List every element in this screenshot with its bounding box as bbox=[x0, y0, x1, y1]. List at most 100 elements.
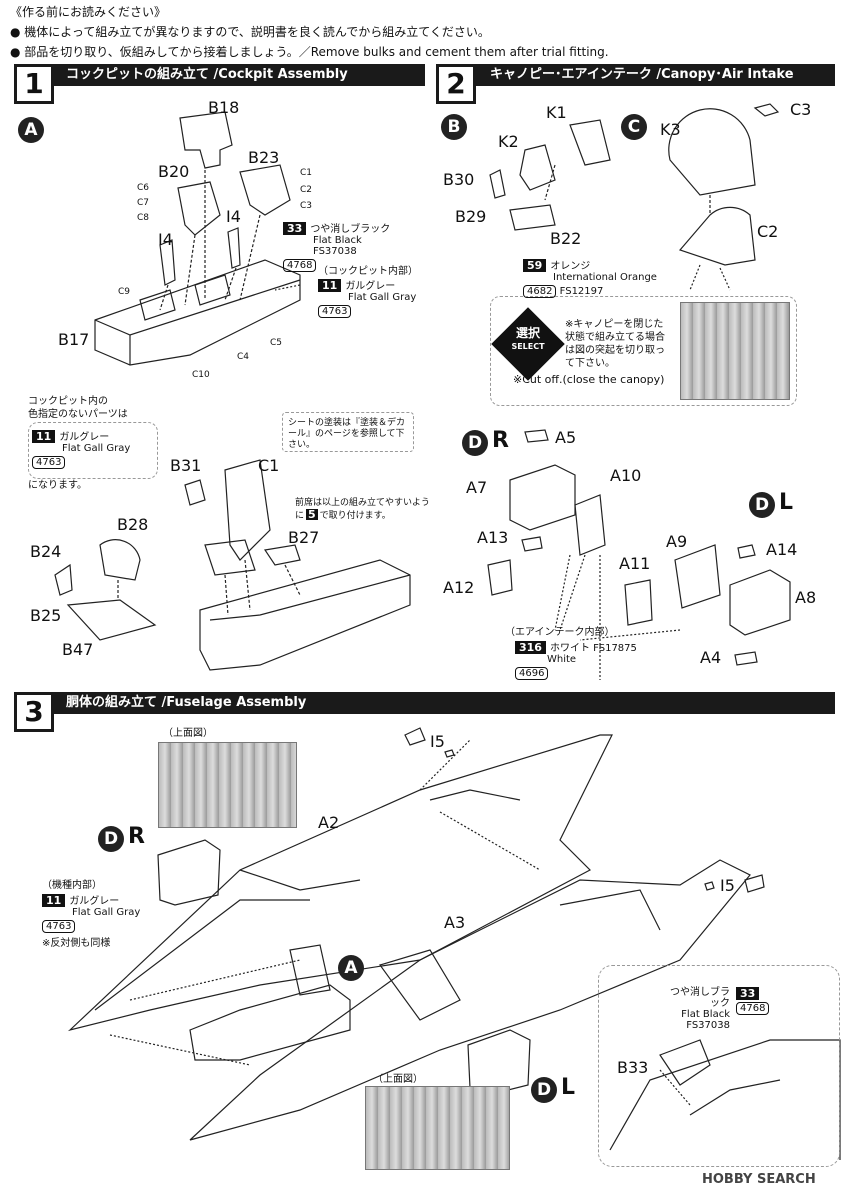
top-view-photo bbox=[158, 742, 297, 828]
part-i5-side: I5 bbox=[720, 876, 735, 895]
side-note-3: になります。 bbox=[28, 480, 87, 491]
part-c2: C2 bbox=[300, 185, 313, 195]
part-a3: A3 bbox=[444, 913, 466, 932]
paint-jp-name: ホワイト bbox=[549, 643, 590, 654]
paint-jp-name: オレンジ bbox=[550, 261, 591, 272]
part-c4: C4 bbox=[237, 352, 250, 362]
part-i4-right: I4 bbox=[226, 207, 241, 226]
part-c5: C5 bbox=[270, 338, 283, 348]
part-b20: B20 bbox=[158, 162, 190, 181]
paint-code: 4768 bbox=[736, 1002, 770, 1015]
part-a10: A10 bbox=[610, 466, 642, 485]
front-seat-step-ref: 5 bbox=[306, 508, 318, 521]
part-b25: B25 bbox=[30, 606, 62, 625]
top-view-photo-2 bbox=[365, 1086, 510, 1170]
part-a7: A7 bbox=[466, 478, 488, 497]
part-b27: B27 bbox=[288, 528, 320, 547]
paint-code: 4763 bbox=[42, 920, 76, 933]
paint-fs-code: FS17875 bbox=[593, 643, 637, 654]
side-note-1: コックピット内の bbox=[28, 396, 108, 407]
paint-number: 33 bbox=[283, 222, 307, 235]
step3-section-d-side-r: R bbox=[128, 824, 145, 849]
paint-fs-code: FS37038 bbox=[313, 246, 357, 257]
part-b31: B31 bbox=[170, 456, 202, 475]
seat-note-box bbox=[282, 412, 414, 452]
canopy-option-box bbox=[490, 296, 797, 406]
part-a9: A9 bbox=[666, 532, 688, 551]
section-a-marker: A bbox=[18, 117, 44, 143]
section-d-marker-r: D bbox=[462, 430, 488, 456]
paint-number: 11 bbox=[32, 430, 56, 443]
step3-title: 胴体の組み立て /Fuselage Assembly bbox=[66, 695, 307, 710]
front-seat-note-text: 前席は以上の組み立てやすいように bbox=[295, 498, 430, 521]
step3-title-bar: 胴体の組み立て /Fuselage Assembly bbox=[16, 692, 835, 714]
paint-flat-black-step3-codes: 33 4768 bbox=[736, 987, 770, 1015]
paint-number: 11 bbox=[42, 894, 66, 907]
step2-number: 2 bbox=[436, 64, 476, 104]
part-c3-canopy: C3 bbox=[790, 100, 812, 119]
part-k1: K1 bbox=[546, 103, 567, 122]
part-c6: C6 bbox=[137, 183, 150, 193]
paint-en-name: Flat Gall Gray bbox=[348, 292, 417, 303]
paint-jp-name: ガルグレー bbox=[69, 896, 120, 907]
part-c1-seat: C1 bbox=[258, 456, 280, 475]
top-view-label: （上面図） bbox=[163, 728, 213, 739]
part-a14: A14 bbox=[766, 540, 798, 559]
canopy-note-en: ※Cut off.(close the canopy) bbox=[513, 373, 665, 386]
section-a-marker-step3: A bbox=[338, 955, 364, 981]
seat-note: シートの塗装は『塗装＆デカール』のページを参照して下さい。 bbox=[288, 418, 406, 450]
paint-jp-name: つや消しブラック bbox=[310, 224, 391, 235]
part-a8: A8 bbox=[795, 588, 817, 607]
paint-en-name: International Orange bbox=[553, 272, 657, 283]
part-b47: B47 bbox=[62, 640, 94, 659]
header-note-2: ● 部品を切り取り、仮組みしてから接着しましょう。／Remove bulks a… bbox=[10, 45, 609, 59]
paint-en-name: Flat Gall Gray bbox=[62, 443, 131, 454]
step2-title-bar: キャノピー･エアインテーク /Canopy･Air Intake bbox=[440, 64, 835, 86]
part-b22: B22 bbox=[550, 229, 582, 248]
paint-jp-name: つや消しブラック bbox=[670, 987, 730, 1009]
part-a13: A13 bbox=[477, 528, 509, 547]
paint-fs-code: FS12197 bbox=[559, 286, 604, 297]
step3-section-d-marker-l: D bbox=[531, 1077, 557, 1103]
part-c3: C3 bbox=[300, 201, 313, 211]
b33-inset-box bbox=[598, 965, 840, 1167]
paint-flat-black-step3: つや消しブラック Flat Black FS37038 bbox=[670, 987, 730, 1031]
part-a4: A4 bbox=[700, 648, 722, 667]
paint-number: 59 bbox=[523, 259, 547, 272]
part-b33: B33 bbox=[617, 1058, 649, 1077]
part-c7: C7 bbox=[137, 198, 150, 208]
step3-section-d-marker-r: D bbox=[98, 826, 124, 852]
paint-code: 4768 bbox=[283, 259, 317, 272]
header-note-1: ● 機体によって組み立てが異なりますので、説明書を良く読んでから組み立てください… bbox=[10, 25, 490, 39]
paint-gray-note: （コックピット内部） bbox=[318, 266, 418, 277]
part-k2: K2 bbox=[498, 132, 519, 151]
canopy-reference-photo bbox=[680, 302, 790, 400]
part-b18: B18 bbox=[208, 98, 240, 117]
part-a5: A5 bbox=[555, 428, 577, 447]
paint-jp-name: ガルグレー bbox=[345, 281, 396, 292]
step1-title-bar: コックピットの組み立て /Cockpit Assembly bbox=[16, 64, 425, 86]
section-d-side-l: L bbox=[779, 490, 794, 515]
section-d-side-r: R bbox=[492, 428, 509, 453]
paint-fs-code: FS37038 bbox=[686, 1020, 730, 1031]
part-a11: A11 bbox=[619, 554, 651, 573]
part-b29: B29 bbox=[455, 207, 487, 226]
paint-code: 4763 bbox=[32, 456, 66, 469]
paint-number: 11 bbox=[318, 279, 342, 292]
part-c1: C1 bbox=[300, 168, 313, 178]
paint-code: 4696 bbox=[515, 667, 549, 680]
step3-number: 3 bbox=[14, 692, 54, 732]
step1-number: 1 bbox=[14, 64, 54, 104]
paint-en-name: Flat Gall Gray bbox=[72, 907, 141, 918]
part-c10: C10 bbox=[192, 370, 210, 380]
nose-interior-note: （機種内部） bbox=[42, 880, 102, 891]
side-note-2: 色指定のないパーツは bbox=[28, 409, 128, 420]
select-badge-en: SELECT bbox=[511, 342, 545, 351]
front-seat-note-text2: で取り付けます。 bbox=[319, 511, 391, 521]
